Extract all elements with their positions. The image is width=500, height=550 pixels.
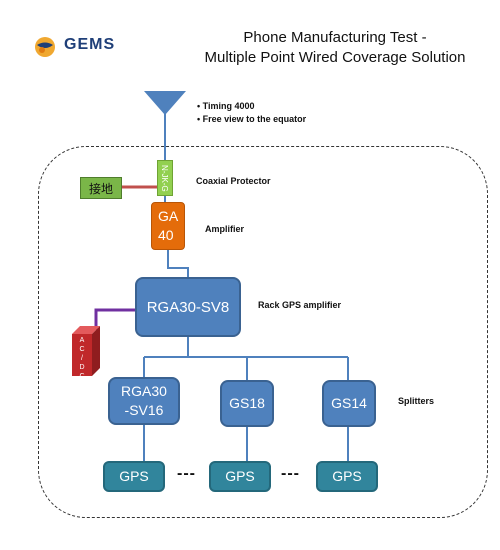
splitter-rga30-sv16: RGA30 -SV16 [108, 377, 180, 425]
coaxial-protector [157, 160, 173, 196]
splitter-2-label: GS18 [229, 395, 265, 411]
title-line-2: Multiple Point Wired Coverage Solution [204, 49, 466, 66]
splitters-note: Splitters [398, 396, 435, 406]
rack-label: RGA30-SV8 [146, 298, 230, 316]
protector-note: Coaxial Protector [196, 176, 271, 186]
diagram-title: Phone Manufacturing Test - Multiple Poin… [180, 28, 490, 68]
power-wire [94, 308, 136, 330]
gps-1-label: GPS [119, 468, 149, 484]
protector-label: N-JK-G [160, 164, 169, 192]
gps-separator-1: --- [177, 465, 196, 482]
splitter-gs18: GS18 [220, 380, 274, 427]
antenna-icon [144, 91, 186, 115]
antenna-note-timing: • Timing 4000 [197, 101, 255, 111]
gps-separator-2: --- [281, 465, 300, 482]
gps-device-3: GPS [316, 461, 378, 492]
rack-note: Rack GPS amplifier [258, 300, 342, 310]
amplifier-cable [167, 250, 189, 277]
splitter-1-label-2: -SV16 [124, 402, 164, 418]
power-supply-label: A C / D C [79, 337, 85, 380]
amplifier-label-2: 40 [158, 227, 174, 243]
splitter-1-label-1: RGA30 [121, 383, 167, 399]
amplifier-label-1: GA [158, 208, 179, 224]
splitter-gs14: GS14 [322, 380, 376, 427]
amplifier-ga40: GA 40 [151, 202, 185, 250]
power-supply-icon [72, 326, 100, 376]
gps-2-label: GPS [225, 468, 255, 484]
gps-device-1: GPS [103, 461, 165, 492]
ground-box: 接地 [80, 177, 122, 199]
title-line-1: Phone Manufacturing Test - [243, 29, 427, 46]
logo-text: GEMS [64, 36, 116, 53]
gps-3-label: GPS [332, 468, 362, 484]
antenna-note-view: • Free view to the equator [197, 114, 307, 124]
splitter-3-label: GS14 [331, 395, 367, 411]
gps-device-2: GPS [209, 461, 271, 492]
gems-logo-icon [35, 37, 55, 57]
rack-gps-amplifier: RGA30-SV8 [135, 277, 241, 337]
test-room-enclosure [38, 146, 488, 518]
gems-logo: GEMS [34, 36, 124, 58]
amplifier-note: Amplifier [205, 224, 245, 234]
